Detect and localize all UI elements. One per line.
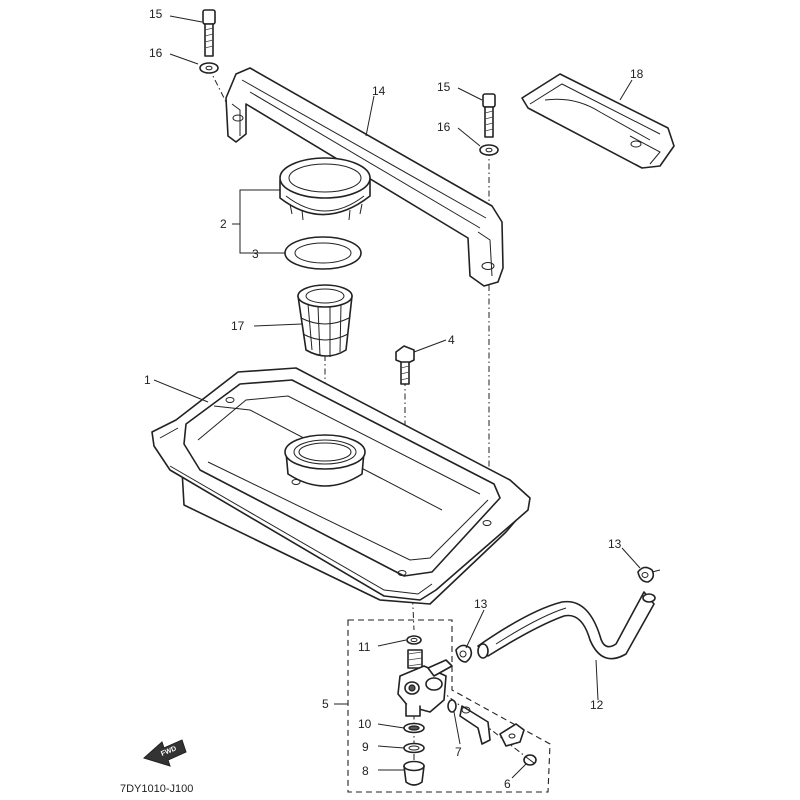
callout-11: 11 — [358, 640, 371, 654]
callout-15-right: 15 — [437, 80, 451, 94]
fuel-cup-8 — [403, 760, 425, 786]
callout-numbers: 15 16 14 15 16 18 2 3 17 4 1 13 13 11 12… — [144, 7, 644, 791]
forward-arrow-icon: FWD — [143, 739, 187, 767]
callout-8: 8 — [362, 764, 369, 778]
callout-17: 17 — [231, 319, 245, 333]
bolt-15-left — [202, 9, 216, 57]
callout-18: 18 — [630, 67, 644, 81]
handle-14 — [225, 67, 504, 287]
callout-12: 12 — [590, 698, 604, 712]
o-ring-7 — [447, 699, 457, 713]
fuel-hose-12 — [477, 591, 656, 660]
callout-13-upper: 13 — [608, 537, 622, 551]
callout-2: 2 — [220, 217, 227, 231]
gasket-3 — [284, 236, 362, 270]
callout-9: 9 — [362, 740, 369, 754]
strainer-17 — [297, 284, 353, 357]
callout-10: 10 — [358, 717, 372, 731]
washer-16-right — [479, 144, 499, 156]
callout-3: 3 — [252, 247, 259, 261]
callout-5: 5 — [322, 697, 329, 711]
bolt-4 — [395, 345, 415, 385]
callout-7: 7 — [455, 745, 462, 759]
o-ring-11 — [406, 635, 422, 645]
filter-9 — [403, 742, 425, 754]
callout-4: 4 — [448, 333, 455, 347]
hose-clip-13-lower — [455, 644, 473, 663]
filler-cap-2 — [279, 157, 371, 221]
fuel-tank-1 — [151, 367, 531, 605]
fuel-cock-assembly-box — [347, 619, 551, 793]
fuel-cock-body — [397, 649, 453, 717]
callout-6: 6 — [504, 777, 511, 791]
callout-13-lower: 13 — [474, 597, 488, 611]
pouch-18 — [521, 73, 675, 169]
callout-16-right: 16 — [437, 120, 451, 134]
washer-16-left — [199, 62, 219, 74]
bolt-15-right — [482, 93, 496, 138]
fuel-cock-lever — [459, 705, 491, 745]
screw-6 — [523, 754, 537, 766]
callout-14: 14 — [372, 84, 386, 98]
lever-plate — [499, 723, 525, 747]
o-ring-10 — [403, 722, 425, 734]
callout-16-left: 16 — [149, 46, 163, 60]
callout-1: 1 — [144, 373, 151, 387]
callout-15-left: 15 — [149, 7, 163, 21]
drawing-code: 7DY1010-J100 — [120, 783, 193, 795]
leader-lines — [153, 15, 641, 779]
hose-clip-13-upper — [637, 566, 661, 583]
